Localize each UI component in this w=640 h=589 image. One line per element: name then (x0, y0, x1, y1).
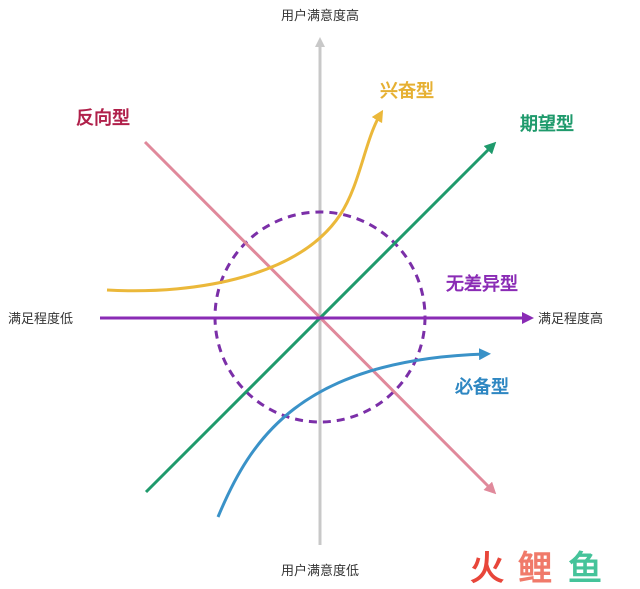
must-be-curve (216, 348, 491, 518)
top-axis-label: 用户满意度高 (281, 8, 359, 24)
bottom-axis-label: 用户满意度低 (281, 563, 359, 579)
left-axis-label: 满足程度低 (8, 311, 73, 327)
watermark-char-1: 火 (470, 549, 504, 589)
expected-label: 期望型 (520, 113, 574, 135)
exciting-label: 兴奋型 (380, 80, 434, 102)
reverse-label: 反向型 (76, 107, 130, 129)
exciting-curve (106, 109, 384, 293)
reverse-line (143, 140, 497, 495)
indifferent-label: 无差异型 (446, 273, 518, 295)
watermark-char-2: 鲤 (518, 549, 552, 589)
right-axis-label: 满足程度高 (538, 311, 603, 327)
must-be-label: 必备型 (454, 376, 509, 398)
watermark-char-3: 鱼 (568, 549, 602, 589)
